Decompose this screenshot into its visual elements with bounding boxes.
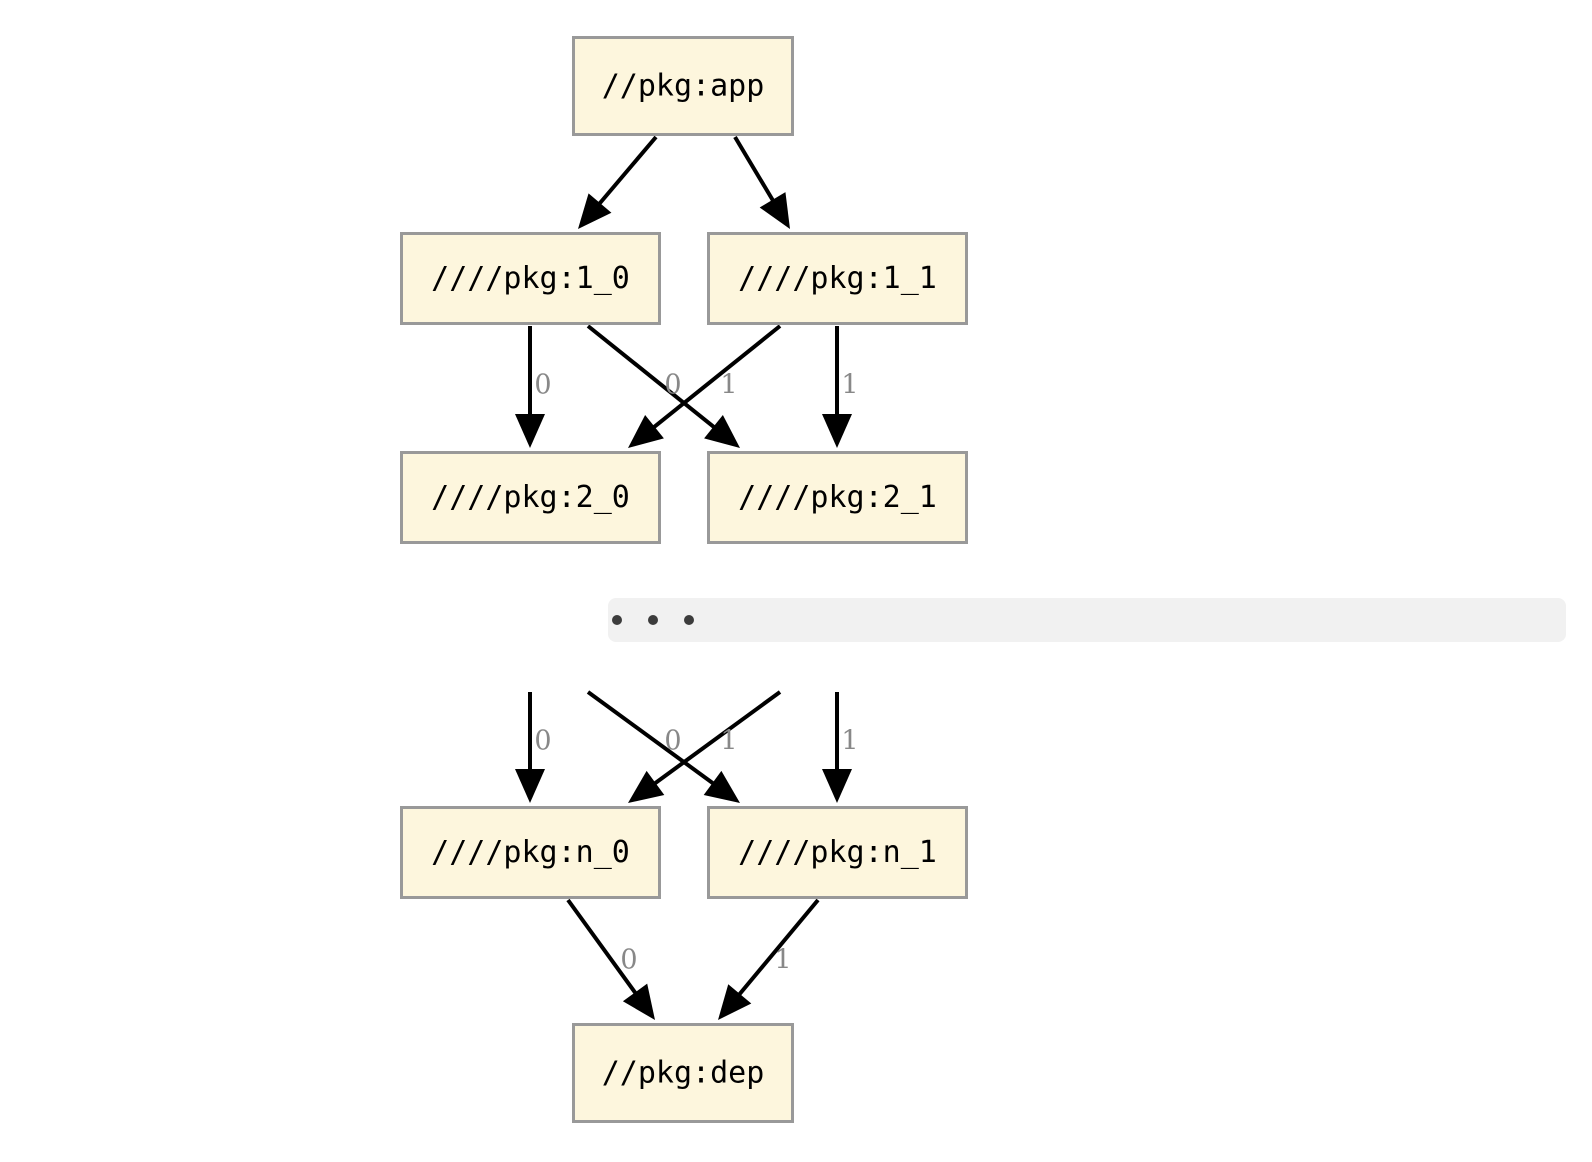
node-box[interactable] [707, 232, 968, 325]
edge-n1_0-to-n2_1 [586, 324, 740, 448]
node-box[interactable] [400, 232, 661, 325]
edge-arrowhead [622, 983, 655, 1020]
edge-label: 0 [664, 726, 681, 757]
edge-n1_0-to-n2_0 [515, 326, 545, 448]
edge-label: 1 [841, 370, 858, 401]
node-label: ////pkg:n_0 [431, 835, 630, 870]
node-label: ////pkg:n_1 [738, 835, 937, 870]
edge-arrowhead [515, 414, 545, 448]
edge-arrowhead [759, 192, 790, 229]
nodes-layer: //pkg:app ////pkg:1_0 ////pkg:1_1 ////pkg:2… [400, 36, 968, 1123]
edge-n1_1-to-n2_0 [628, 324, 782, 448]
ellipsis-dot-2 [684, 615, 694, 625]
node-nn_0[interactable]: ////pkg:n_0 [400, 806, 661, 899]
edge-src-to-nn_1 [822, 692, 852, 803]
edge-label: 0 [534, 370, 551, 401]
edge-app-to-n1_0 [578, 135, 658, 229]
edges-layer [515, 135, 852, 1020]
node-n2_1[interactable]: ////pkg:2_1 [707, 451, 968, 544]
ellipsis-dot-0 [612, 615, 622, 625]
node-box[interactable] [572, 1023, 794, 1123]
node-n2_0[interactable]: ////pkg:2_0 [400, 451, 661, 544]
edge-label: 0 [534, 726, 551, 757]
edge-arrowhead [718, 984, 752, 1020]
node-box[interactable] [400, 806, 661, 899]
node-box[interactable] [400, 451, 661, 544]
edge-n1_1-to-n2_1 [822, 326, 852, 448]
edge-label: 1 [720, 726, 737, 757]
edge-line [566, 898, 641, 999]
edge-label: 0 [664, 370, 681, 401]
edge-arrowhead [822, 769, 852, 803]
edge-app-to-n1_1 [733, 135, 790, 229]
node-app[interactable]: //pkg:app [572, 36, 794, 136]
edge-nn_1-to-dep [718, 898, 820, 1020]
edge-label: 1 [774, 945, 791, 976]
node-label: ////pkg:1_0 [431, 261, 630, 296]
node-n1_1[interactable]: ////pkg:1_1 [707, 232, 968, 325]
edge-nn_0-to-dep [566, 898, 655, 1020]
node-n1_0[interactable]: ////pkg:1_0 [400, 232, 661, 325]
ellipsis-separator [608, 598, 1566, 642]
edge-line [594, 135, 658, 209]
node-label: //pkg:app [602, 69, 765, 104]
edge-line [649, 690, 782, 789]
node-nn_1[interactable]: ////pkg:n_1 [707, 806, 968, 899]
edge-arrowhead [578, 193, 612, 229]
edge-arrowhead [703, 770, 740, 803]
node-label: ////pkg:1_1 [738, 261, 937, 296]
node-dep[interactable]: //pkg:dep [572, 1023, 794, 1123]
edge-line [648, 324, 782, 433]
node-box[interactable] [572, 36, 794, 136]
node-label: //pkg:dep [602, 1056, 765, 1091]
node-label: ////pkg:2_0 [431, 480, 630, 515]
edge-arrowhead [515, 769, 545, 803]
edge-arrowhead [628, 415, 664, 448]
edge-src-to-nn_1 [586, 690, 740, 803]
ellipsis-band [608, 598, 1566, 642]
edge-src-to-nn_0 [515, 692, 545, 803]
edge-labels-layer: 0 0 1 1 0 0 1 1 0 1 [534, 370, 858, 976]
ellipsis-dot-1 [648, 615, 658, 625]
node-label: ////pkg:2_1 [738, 480, 937, 515]
edge-line [733, 135, 778, 206]
edge-line [586, 324, 720, 433]
edge-label: 0 [620, 945, 637, 976]
node-box[interactable] [707, 806, 968, 899]
edge-src-to-nn_0 [628, 690, 782, 803]
edge-arrowhead [822, 414, 852, 448]
edge-arrowhead [704, 415, 740, 448]
edge-line [734, 898, 820, 1000]
node-box[interactable] [707, 451, 968, 544]
edge-arrowhead [628, 770, 665, 803]
edge-label: 1 [720, 370, 737, 401]
edge-label: 1 [841, 726, 858, 757]
edge-line [586, 690, 719, 789]
